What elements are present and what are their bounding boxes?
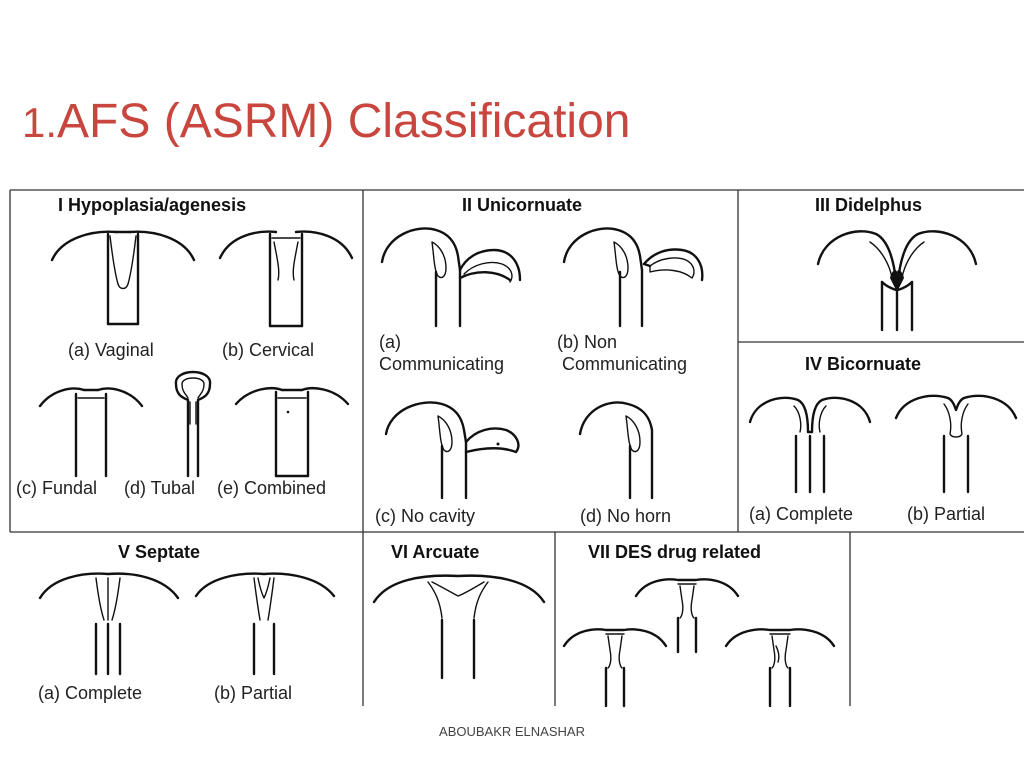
septate-partial-figure <box>194 572 336 676</box>
panel-iv-label-a: (a) Complete <box>749 504 854 524</box>
panel-iv-title: IV Bicornuate <box>805 354 922 374</box>
panel-i-label-d: (d) Tubal <box>124 478 196 498</box>
panel-iii-title: III Didelphus <box>815 195 923 215</box>
panel-ii-label-c: (c) No cavity <box>375 506 476 526</box>
uterus-combined-agenesis-figure <box>234 387 350 478</box>
bicornuate-partial-figure <box>894 394 1018 494</box>
panel-v-label-b: (b) Partial <box>214 683 293 703</box>
panel-i-label-a: (a) Vaginal <box>68 340 154 360</box>
slide-title: 1.AFS (ASRM) Classification <box>22 94 630 149</box>
des-t-shaped-uterus-figure-top <box>634 578 740 654</box>
footer-author: ABOUBAKR ELNASHAR <box>439 724 585 739</box>
bicornuate-complete-figure <box>748 396 872 494</box>
panel-ii-label-b-line2: Communicating <box>562 354 688 374</box>
uterus-fundal-agenesis-figure <box>38 387 144 478</box>
panel-ii-label-a-line1: (a) <box>379 332 401 352</box>
panel-vi-title: VI Arcuate <box>391 542 480 562</box>
panel-ii-label-a-line2: Communicating <box>379 354 505 374</box>
unicornuate-no-horn-figure <box>578 401 654 500</box>
panel-ii-label-d: (d) No horn <box>580 506 672 526</box>
septate-complete-figure <box>38 572 180 676</box>
uterus-tubal-agenesis-figure <box>174 370 212 478</box>
panel-i-label-b: (b) Cervical <box>222 340 315 360</box>
panel-ii-label-b-line1: (b) Non <box>557 332 618 352</box>
arcuate-figure <box>372 574 546 680</box>
des-t-shaped-uterus-figure-left <box>562 628 668 708</box>
panel-ii-title: II Unicornuate <box>462 195 583 215</box>
unicornuate-non-communicating-figure <box>562 227 704 328</box>
didelphus-figure <box>816 230 978 332</box>
panel-i-label-c: (c) Fundal <box>16 478 98 498</box>
panel-v-label-a: (a) Complete <box>38 683 143 703</box>
uterus-cervical-agenesis-figure <box>218 230 354 328</box>
unicornuate-communicating-figure <box>380 227 522 328</box>
uterus-vaginal-agenesis-figure <box>50 230 196 326</box>
panel-i-label-e: (e) Combined <box>217 478 327 498</box>
panel-vii-title: VII DES drug related <box>588 542 762 562</box>
panel-i-title: I Hypoplasia/agenesis <box>58 195 247 215</box>
des-t-shaped-uterus-figure-right <box>724 628 836 708</box>
slide-title-text: AFS (ASRM) Classification <box>57 95 631 148</box>
slide-title-number: 1. <box>22 99 58 146</box>
unicornuate-no-cavity-figure <box>384 401 520 500</box>
panel-v-title: V Septate <box>118 542 201 562</box>
panel-iv-label-b: (b) Partial <box>907 504 986 524</box>
